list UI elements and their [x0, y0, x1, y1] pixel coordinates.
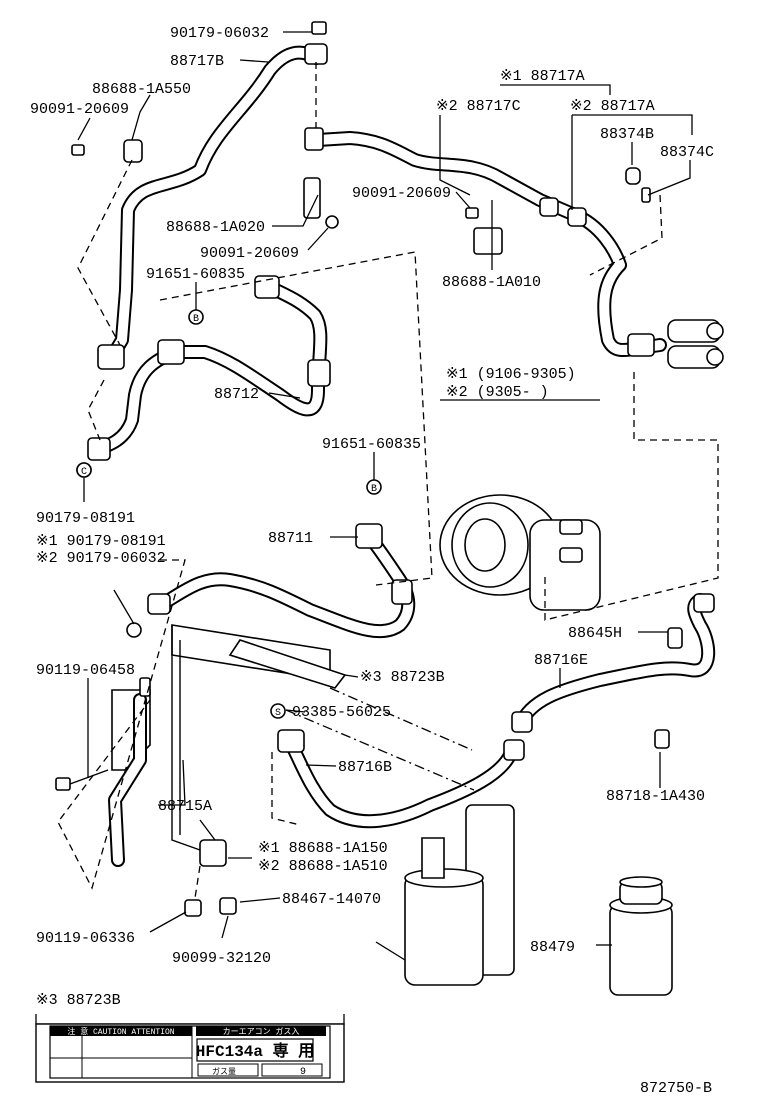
label-88688-1A150-m1: ※1 88688-1A150: [258, 840, 388, 857]
condenser: [108, 624, 347, 917]
label-90091-20609-a: 90091-20609: [30, 101, 129, 118]
label-88688-1A010: 88688-1A010: [442, 274, 541, 291]
label-90179-08191-a: 90179-08191: [36, 510, 135, 527]
svg-text:ガス量: ガス量: [212, 1066, 236, 1077]
legend-row-2: ※2 (9305- ): [446, 384, 549, 401]
label-88688-1A510-m2: ※2 88688-1A510: [258, 858, 388, 875]
label-91651-60835-a: 91651-60835: [146, 266, 245, 283]
period-legend: ※1 (9106-9305) ※2 (9305- ): [446, 366, 576, 401]
expansion-valve: [667, 319, 724, 369]
label-88645H: 88645H: [568, 625, 622, 642]
label-88717B: 88717B: [170, 53, 224, 70]
label-90119-06336: 90119-06336: [36, 930, 135, 947]
label-90091-20609-b: 90091-20609: [352, 185, 451, 202]
callout-C: C: [76, 462, 92, 478]
hose-88711: [147, 523, 416, 639]
label-90091-20609-c: 90091-20609: [200, 245, 299, 262]
figure-id: 872750-B: [640, 1080, 712, 1097]
part-labels: 90179-06032 88717B 88688-1A550 90091-206…: [30, 25, 714, 967]
svg-text:C: C: [81, 467, 87, 478]
label-88715A: 88715A: [158, 798, 212, 815]
label-box-title: ※3 88723B: [36, 992, 121, 1009]
legend-row-1: ※1 (9106-9305): [446, 366, 576, 383]
label-90179-06032-top: 90179-06032: [170, 25, 269, 42]
hose-88712: [87, 275, 331, 461]
label-88479: 88479: [530, 939, 575, 956]
receiver-drier: [404, 804, 515, 986]
refrigerant-type: HFC134a 専 用: [196, 1042, 314, 1061]
tube-88716B: [277, 729, 525, 829]
label-91651-60835-b: 91651-60835: [322, 436, 421, 453]
label-88688-1A020: 88688-1A020: [166, 219, 265, 236]
svg-text:S: S: [275, 708, 281, 719]
refrigerant-can-88479: [609, 876, 673, 996]
label-88688-1A550: 88688-1A550: [92, 81, 191, 98]
label-small-header: カーエアコン ガス入: [223, 1026, 300, 1037]
label-88712: 88712: [214, 386, 259, 403]
label-90179-06032-m2: ※2 90179-06032: [36, 550, 166, 567]
svg-text:B: B: [371, 484, 377, 495]
label-88374C: 88374C: [660, 144, 714, 161]
dashed-guides: [57, 62, 719, 899]
label-88723B: ※3 88723B: [360, 669, 445, 686]
label-90179-08191-m1: ※1 90179-08191: [36, 533, 166, 550]
svg-text:B: B: [193, 314, 199, 325]
label-90099-32120: 90099-32120: [172, 950, 271, 967]
compressor: [439, 494, 601, 611]
callout-B-lower: B: [366, 479, 382, 495]
caution-label-box: ※3 88723B 注 意 CAUTION ATTENTION カーエアコン ガ…: [35, 992, 345, 1083]
callout-S: S: [270, 703, 286, 719]
label-88716B: 88716B: [338, 759, 392, 776]
label-88717A-m1: ※1 88717A: [500, 68, 585, 85]
leader-lines: [77, 31, 693, 961]
label-88717C-m2: ※2 88717C: [436, 98, 521, 115]
callout-B-upper: B: [188, 309, 204, 325]
label-90119-06458: 90119-06458: [36, 662, 135, 679]
label-88374B: 88374B: [600, 126, 654, 143]
label-88711: 88711: [268, 530, 313, 547]
hose-88717A: [304, 127, 667, 357]
tube-88716E: [511, 593, 716, 733]
label-88718-1A430: 88718-1A430: [606, 788, 705, 805]
label-93385-56025: 93385-56025: [292, 704, 391, 721]
caution-header: 注 意 CAUTION ATTENTION: [67, 1026, 174, 1037]
label-88467-14070: 88467-14070: [282, 891, 381, 908]
svg-text:9: 9: [300, 1067, 306, 1078]
hose-88717B: [103, 43, 328, 367]
label-88717A-m2: ※2 88717A: [570, 98, 655, 115]
label-88716E: 88716E: [534, 652, 588, 669]
